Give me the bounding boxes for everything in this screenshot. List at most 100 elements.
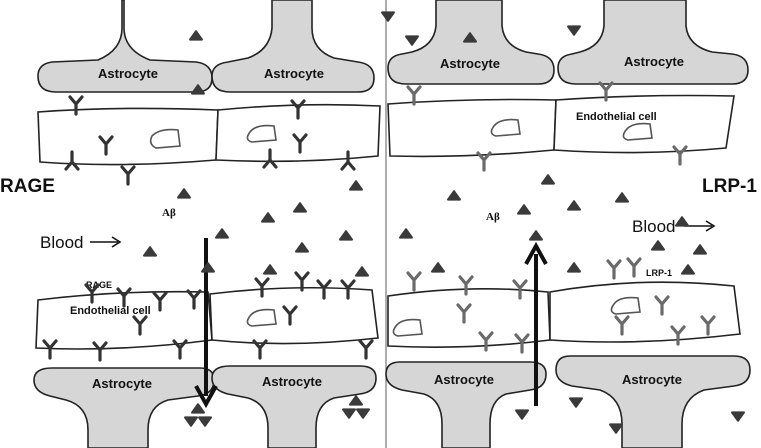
receptor-icon bbox=[84, 283, 100, 304]
nucleus bbox=[622, 122, 653, 141]
receptor-icon bbox=[358, 339, 374, 360]
abeta-particle-icon bbox=[356, 408, 370, 419]
receptor-icon bbox=[282, 305, 298, 326]
blood-label-right: Blood bbox=[632, 217, 675, 236]
abeta-particle-icon bbox=[517, 204, 531, 215]
abeta-particle-icon bbox=[295, 242, 309, 253]
receptor-icon bbox=[476, 151, 492, 172]
astrocyte-label: Astrocyte bbox=[624, 54, 684, 69]
receptor-icon bbox=[316, 279, 332, 300]
abeta-particle-icon bbox=[567, 262, 581, 273]
nucleus bbox=[246, 308, 277, 327]
abeta-particle-icon bbox=[541, 174, 555, 185]
endothelial-bottom-2 bbox=[209, 286, 379, 345]
receptor-icon bbox=[406, 271, 422, 292]
abeta-particle-icon bbox=[463, 32, 477, 43]
vertical-arrow-icon bbox=[524, 241, 548, 406]
abeta-particle-icon bbox=[189, 30, 203, 41]
abeta-particle-icon bbox=[355, 266, 369, 277]
abeta-particle-icon bbox=[529, 230, 543, 241]
abeta-particle-icon bbox=[184, 416, 198, 427]
astrocyte-bottom-2: Astrocyte bbox=[211, 365, 377, 448]
receptor-icon bbox=[614, 315, 630, 336]
astrocyte-label: Astrocyte bbox=[92, 376, 152, 391]
receptor-icon bbox=[92, 341, 108, 362]
endothelial-cell-label: Endothelial cell bbox=[576, 111, 657, 123]
lrp1-side-label: LRP-1 bbox=[702, 176, 757, 197]
abeta-particle-icon bbox=[405, 35, 419, 46]
endothelial-bottom-4 bbox=[549, 281, 741, 343]
lrp1-receptor-label: LRP-1 bbox=[646, 268, 672, 278]
receptor-icon bbox=[98, 135, 114, 156]
receptors bbox=[42, 81, 716, 362]
abeta-particle-icon bbox=[177, 188, 191, 199]
nucleus bbox=[392, 318, 423, 337]
abeta-particle-icon bbox=[201, 262, 215, 273]
abeta-particle-icon bbox=[261, 212, 275, 223]
receptor-icon bbox=[116, 287, 132, 308]
abeta-particle-icon bbox=[349, 180, 363, 191]
abeta-particle-icon bbox=[567, 25, 581, 36]
abeta-particles bbox=[143, 11, 745, 434]
astrocyte-top-4: Astrocyte bbox=[557, 0, 749, 85]
receptor-icon bbox=[254, 277, 270, 298]
abeta-label-right: Aβ bbox=[486, 211, 500, 223]
abeta-particle-icon bbox=[431, 262, 445, 273]
endothelial-top-1 bbox=[37, 107, 219, 166]
abeta-particle-icon bbox=[651, 240, 665, 251]
abeta-particle-icon bbox=[198, 416, 212, 427]
astrocyte-label: Astrocyte bbox=[264, 66, 324, 81]
astrocyte-label: Astrocyte bbox=[262, 374, 322, 389]
rage-side-label: RAGE bbox=[0, 176, 55, 197]
endothelial-cell-label: Endothelial cell bbox=[70, 305, 151, 317]
receptor-icon bbox=[670, 325, 686, 346]
right-arrow-icon bbox=[90, 236, 122, 248]
receptor-icon bbox=[42, 339, 58, 360]
receptor-icon bbox=[478, 331, 494, 352]
receptor-icon bbox=[262, 148, 278, 169]
receptor-icon bbox=[340, 279, 356, 300]
abeta-particle-icon bbox=[447, 190, 461, 201]
nucleus bbox=[490, 118, 521, 137]
abeta-particle-icon bbox=[675, 216, 689, 227]
abeta-label-left: Aβ bbox=[162, 207, 176, 219]
abeta-particle-icon bbox=[399, 228, 413, 239]
receptor-icon bbox=[68, 95, 84, 116]
abeta-particle-icon bbox=[349, 395, 363, 406]
receptor-icon bbox=[172, 339, 188, 360]
abeta-particle-icon bbox=[215, 228, 229, 239]
endothelial-top-4: Endothelial cell bbox=[553, 94, 735, 154]
astrocyte-bottom-3: Astrocyte bbox=[385, 361, 547, 448]
abeta-particle-icon bbox=[731, 411, 745, 422]
abeta-particle-icon bbox=[569, 397, 583, 408]
receptor-icon bbox=[458, 275, 474, 296]
abeta-particle-icon bbox=[681, 264, 695, 275]
receptor-icon bbox=[606, 259, 622, 280]
receptor-icon bbox=[294, 271, 310, 292]
abeta-particle-icon bbox=[381, 11, 395, 22]
blood-label-left: Blood bbox=[40, 233, 83, 252]
abeta-particle-icon bbox=[515, 409, 529, 420]
abeta-particle-icon bbox=[143, 246, 157, 257]
nucleus bbox=[149, 128, 181, 149]
receptor-icon bbox=[64, 150, 80, 171]
astrocyte-top-1: Astrocyte bbox=[37, 0, 213, 93]
receptor-icon bbox=[700, 315, 716, 336]
astrocyte-top-2: Astrocyte bbox=[211, 0, 375, 93]
receptor-icon bbox=[292, 133, 308, 154]
receptor-icon bbox=[626, 257, 642, 278]
receptor-icon bbox=[152, 291, 168, 312]
astrocyte-bottom-1: Astrocyte bbox=[33, 367, 215, 448]
receptor-icon bbox=[252, 339, 268, 360]
abeta-particle-icon bbox=[609, 423, 623, 434]
astrocyte-label: Astrocyte bbox=[440, 56, 500, 71]
abeta-particle-icon bbox=[567, 200, 581, 211]
endothelial-top-3 bbox=[387, 98, 557, 158]
nucleus bbox=[246, 124, 277, 143]
abeta-particle-icon bbox=[263, 264, 277, 275]
endothelial-top-2 bbox=[215, 103, 381, 163]
astrocyte-label: Astrocyte bbox=[434, 372, 494, 387]
receptor-icon bbox=[340, 150, 356, 171]
